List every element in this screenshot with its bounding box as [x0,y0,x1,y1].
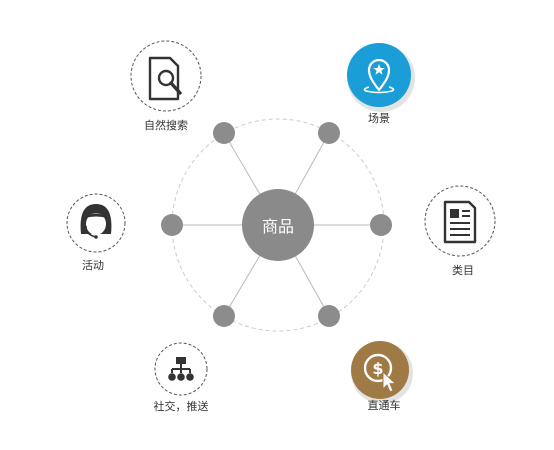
node-direct-train [318,305,340,327]
hierarchy-icon [154,342,208,396]
label-scene: 场景 [368,112,390,125]
node-category [370,214,392,236]
label-natural-search: 自然搜索 [144,119,188,132]
node-activity [161,214,183,236]
dollar-cursor-icon: $ [351,341,413,404]
label-direct-train: 直通车 [367,399,401,412]
node-scene [318,122,340,144]
customer-service-avatar-icon [66,193,126,253]
label-social-push: 社交，推送 [153,400,209,413]
node-social-push [213,305,235,327]
location-pin-icon [347,43,415,112]
search-document-icon [130,40,202,112]
label-activity: 活动 [82,259,104,272]
center-hub [242,189,314,261]
center-hub-label: 商品 [261,217,295,236]
svg-text:$: $ [372,359,383,378]
label-category: 类目 [452,264,474,277]
document-list-icon [424,185,496,257]
node-natural-search [213,122,235,144]
